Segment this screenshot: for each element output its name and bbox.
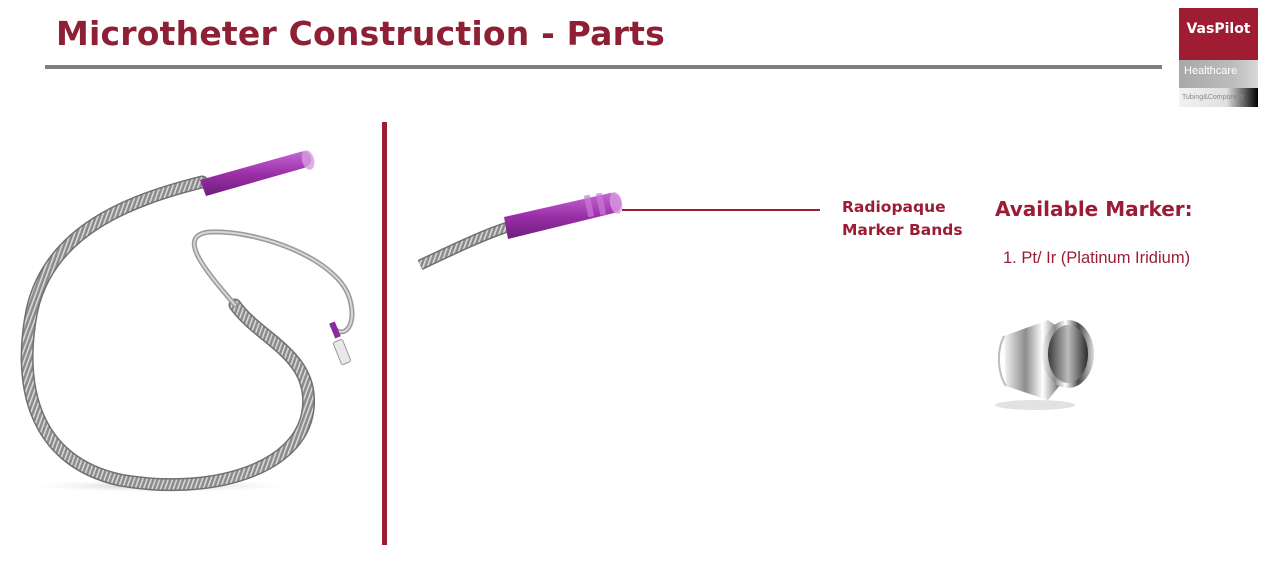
list-item-number: 1.: [1003, 249, 1017, 267]
list-item-text: Pt/ Ir (Platinum Iridium): [1021, 249, 1191, 267]
logo-brand-text: VasPilot: [1186, 21, 1251, 37]
title-underline: [45, 65, 1162, 69]
callout-label: Radiopaque Marker Bands: [842, 198, 963, 239]
marker-band-image: [995, 320, 1094, 410]
callout-leader-line: [622, 209, 820, 211]
vertical-divider: [382, 122, 387, 545]
list-item: 1. Pt/ Ir (Platinum Iridium): [1003, 249, 1190, 268]
company-logo: VasPilot Healthcare Tubing&Component: [1179, 8, 1258, 107]
microcatheter-image: [20, 150, 355, 493]
logo-tagline-1: Healthcare: [1184, 65, 1238, 77]
marker-list: 1. Pt/ Ir (Platinum Iridium): [1003, 249, 1190, 268]
logo-tagline-2: Tubing&Component: [1182, 94, 1245, 101]
page-title: Microtheter Construction - Parts: [56, 14, 665, 53]
catheter-tip-closeup: [418, 192, 623, 270]
logo-brand-block: [1179, 8, 1258, 60]
available-marker-heading: Available Marker:: [995, 197, 1193, 221]
logo-bottom-band: [1179, 88, 1258, 107]
logo-mid-band: [1179, 60, 1258, 88]
